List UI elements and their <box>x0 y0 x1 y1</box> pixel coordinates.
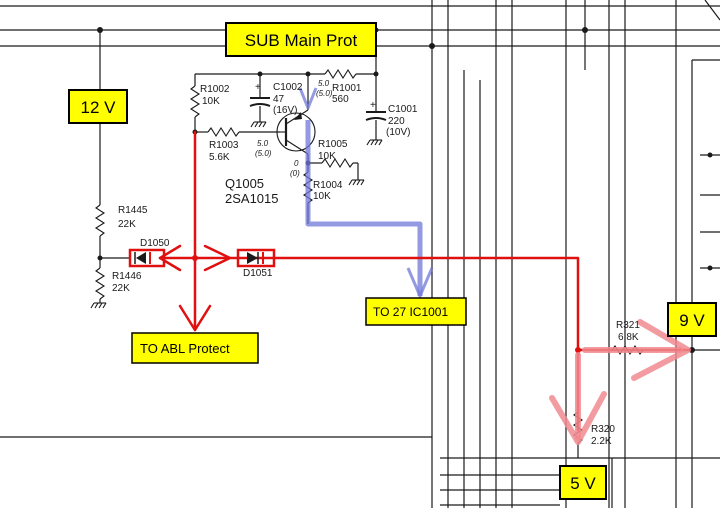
r1005-val: 10K <box>318 151 336 162</box>
red-signal-trace <box>128 130 694 432</box>
r321-ref: R321 <box>616 320 640 331</box>
r1001-ref: R1001 <box>332 83 362 94</box>
emitter-voltage-alt: (5.0) <box>316 89 333 98</box>
r1002-ref: R1002 <box>200 84 230 95</box>
v5-label: 5 V <box>570 474 596 493</box>
emitter-voltage: 5.0 <box>318 79 330 88</box>
to-abl-box: TO ABL Protect <box>131 332 259 364</box>
c1001-volt: (10V) <box>386 127 410 138</box>
r1446-val: 22K <box>112 283 130 294</box>
transistor-circuit <box>189 27 387 224</box>
svg-text:+: + <box>370 100 376 111</box>
r320-val: 2.2K <box>591 436 612 447</box>
r1003-ref: R1003 <box>209 140 239 151</box>
r320-ref: R320 <box>591 424 615 435</box>
component-labels: R1002 10K C1002 47 (16V) + R1001 560 C10… <box>112 79 640 447</box>
c1001-ref: C1001 <box>388 104 418 115</box>
base-voltage: 5.0 <box>257 139 269 148</box>
c1002-val: 47 <box>273 94 285 105</box>
d1050-ref: D1050 <box>140 238 170 249</box>
collector-voltage-alt: (0) <box>290 169 300 178</box>
v12-box: 12 V <box>68 89 128 124</box>
v9-label: 9 V <box>679 311 705 330</box>
to-ic-box: TO 27 IC1001 <box>365 297 467 326</box>
r1004-ref: R1004 <box>313 180 343 191</box>
r1446-ref: R1446 <box>112 271 142 282</box>
c1002-volt: (16V) <box>273 105 297 116</box>
v9-box: 9 V <box>667 302 717 337</box>
r1445-ref: R1445 <box>118 205 148 216</box>
r1005-ref: R1005 <box>318 139 348 150</box>
base-voltage-alt: (5.0) <box>255 149 272 158</box>
d1051-ref: D1051 <box>243 268 273 279</box>
r1002-val: 10K <box>202 96 220 107</box>
c1001-val: 220 <box>388 116 405 127</box>
v12-label: 12 V <box>81 98 117 117</box>
collector-voltage: 0 <box>294 159 299 168</box>
v5-box: 5 V <box>559 465 607 500</box>
r321-val: 6.8K <box>618 332 639 343</box>
r1003-val: 5.6K <box>209 152 230 163</box>
r1004-val: 10K <box>313 191 331 202</box>
blue-signal-trace <box>298 87 434 298</box>
sub-main-prot-label: SUB Main Prot <box>245 31 358 50</box>
to-abl-label: TO ABL Protect <box>140 341 230 356</box>
divider-network <box>90 30 130 309</box>
q1005-type: 2SA1015 <box>225 191 279 206</box>
r1001-val: 560 <box>332 94 349 105</box>
pink-arrows <box>549 319 691 445</box>
c1002-ref: C1002 <box>273 82 303 93</box>
to-ic-label: TO 27 IC1001 <box>373 305 448 319</box>
sub-main-prot-box: SUB Main Prot <box>225 22 377 57</box>
r1445-val: 22K <box>118 219 136 230</box>
q1005-ref: Q1005 <box>225 176 264 191</box>
svg-text:+: + <box>255 82 261 93</box>
